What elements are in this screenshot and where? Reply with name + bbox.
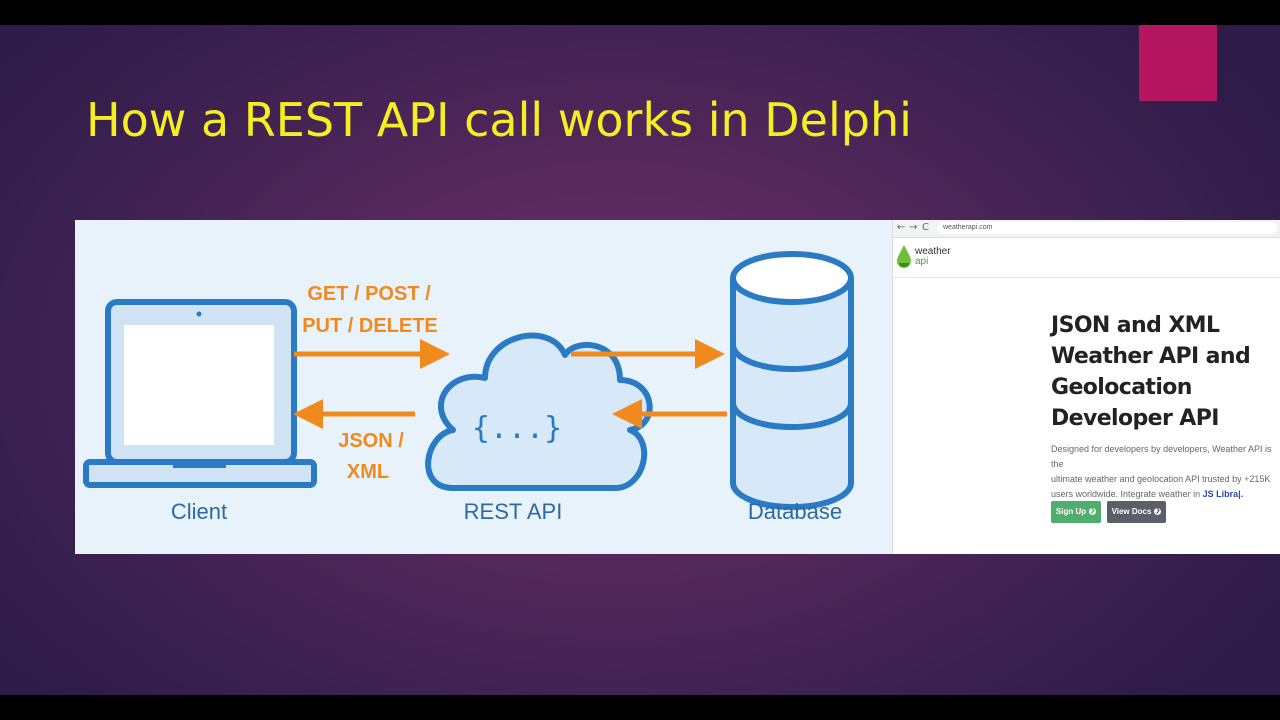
sign-up-label: Sign Up bbox=[1055, 507, 1087, 516]
hero-line: JSON and XML bbox=[1051, 313, 1220, 338]
description-line: users worldwide. Integrate weather in bbox=[1051, 489, 1201, 499]
logo-text-weather: weather bbox=[915, 246, 951, 257]
js-library-link[interactable]: JS Libra|. bbox=[1202, 489, 1244, 499]
request-label-line1: GET / POST / bbox=[307, 283, 431, 305]
water-drop-icon bbox=[897, 245, 911, 268]
address-bar[interactable]: weatherapi.com bbox=[937, 222, 1277, 234]
arrow-circle-icon: ❯ bbox=[1154, 508, 1162, 516]
accent-square bbox=[1139, 25, 1217, 101]
hero-heading: JSON and XML Weather API and Geolocation… bbox=[1051, 310, 1276, 434]
response-label-line1: JSON / bbox=[338, 430, 404, 452]
hero-line: Weather API and bbox=[1051, 344, 1251, 369]
cloud-symbol: {...} bbox=[472, 411, 562, 446]
hero-line: Geolocation bbox=[1051, 375, 1192, 400]
cloud-icon bbox=[425, 332, 653, 491]
back-icon[interactable]: ← bbox=[897, 222, 906, 233]
slide-title: How a REST API call works in Delphi bbox=[86, 93, 912, 147]
database-icon bbox=[730, 251, 854, 510]
reload-icon[interactable]: C bbox=[922, 222, 929, 233]
browser-toolbar: ← → C weatherapi.com bbox=[893, 220, 1280, 238]
header-divider bbox=[893, 277, 1280, 278]
weatherapi-screenshot: ← → C weatherapi.com weather api JSON an… bbox=[892, 220, 1280, 554]
slide: How a REST API call works in Delphi Clie… bbox=[0, 25, 1280, 695]
hero-line: Developer API bbox=[1051, 406, 1219, 431]
view-docs-button[interactable]: View Docs❯ bbox=[1107, 501, 1166, 523]
arrow-circle-icon: ❯ bbox=[1089, 508, 1097, 516]
response-label-line2: XML bbox=[347, 461, 389, 483]
view-docs-label: View Docs bbox=[1111, 507, 1152, 516]
client-label: Client bbox=[171, 499, 227, 524]
description-line: Designed for developers by developers, W… bbox=[1051, 444, 1272, 469]
description-line: ultimate weather and geolocation API tru… bbox=[1051, 474, 1271, 484]
sign-up-button[interactable]: Sign Up❯ bbox=[1051, 501, 1101, 523]
forward-icon[interactable]: → bbox=[909, 222, 918, 233]
weatherapi-logo[interactable]: weather api bbox=[896, 242, 956, 272]
rest-api-diagram: Client GET / POST / PUT / DELETE JSON / … bbox=[75, 220, 892, 554]
laptop-icon bbox=[83, 299, 317, 488]
database-label: Database bbox=[748, 499, 842, 524]
hero-description: Designed for developers by developers, W… bbox=[1051, 442, 1277, 502]
logo-text-api: api bbox=[915, 256, 929, 267]
request-label-line2: PUT / DELETE bbox=[302, 315, 438, 337]
api-label: REST API bbox=[464, 499, 563, 524]
